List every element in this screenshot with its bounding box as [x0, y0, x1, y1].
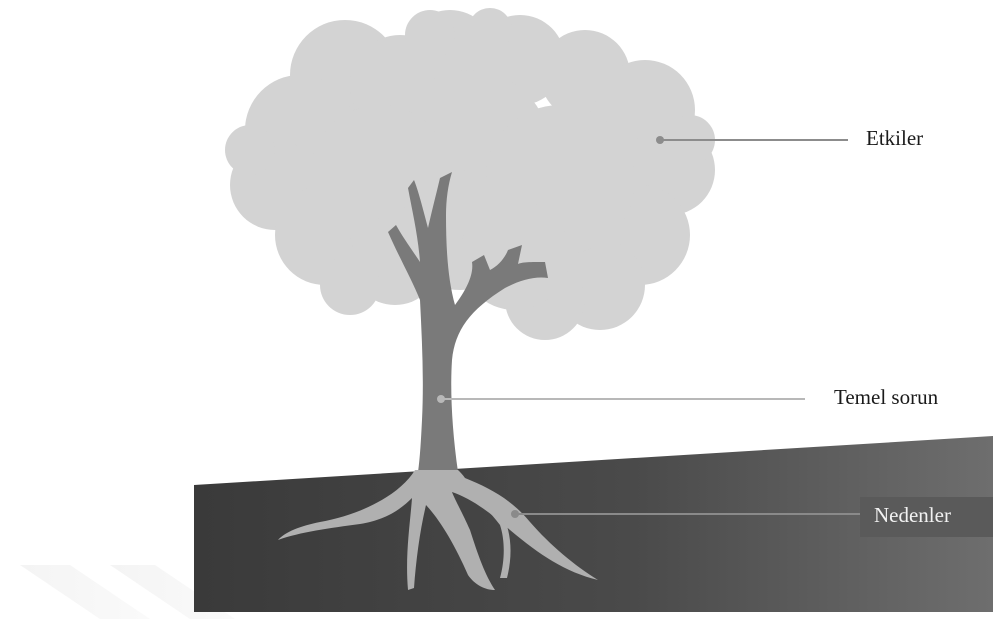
core-leader-dot: [437, 395, 445, 403]
effects-leader-dot: [656, 136, 664, 144]
causes-leader-dot: [511, 510, 519, 518]
effects-label: Etkiler: [866, 126, 923, 150]
causes-label: Nedenler: [874, 503, 951, 527]
core-problem-label: Temel sorun: [834, 385, 938, 409]
